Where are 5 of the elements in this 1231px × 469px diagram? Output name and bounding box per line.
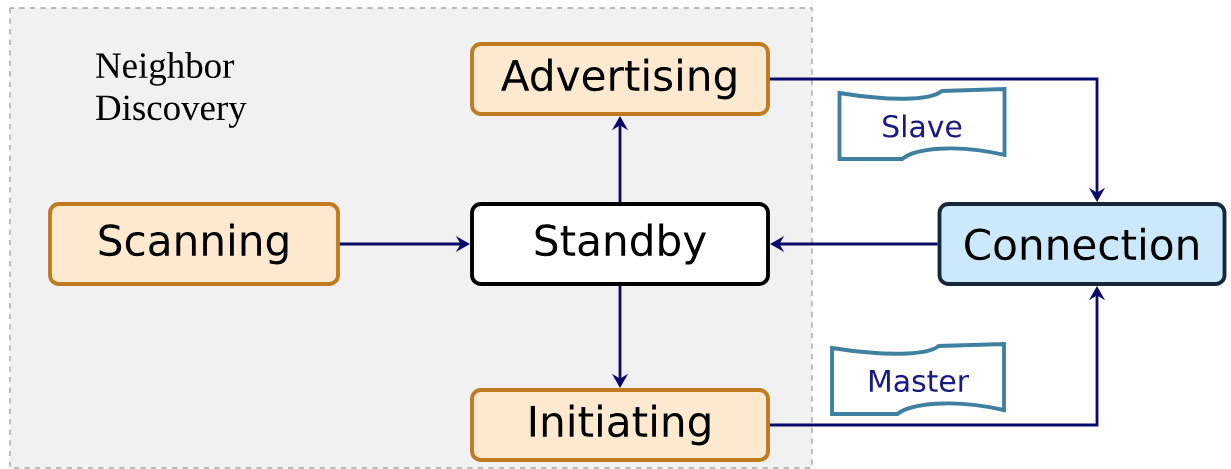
- state-box: Scanning: [48, 202, 340, 286]
- state-box: Connection: [937, 202, 1227, 286]
- state-box: Advertising: [470, 42, 770, 116]
- state-box: Initiating: [470, 388, 770, 462]
- state-box: Standby: [470, 202, 770, 286]
